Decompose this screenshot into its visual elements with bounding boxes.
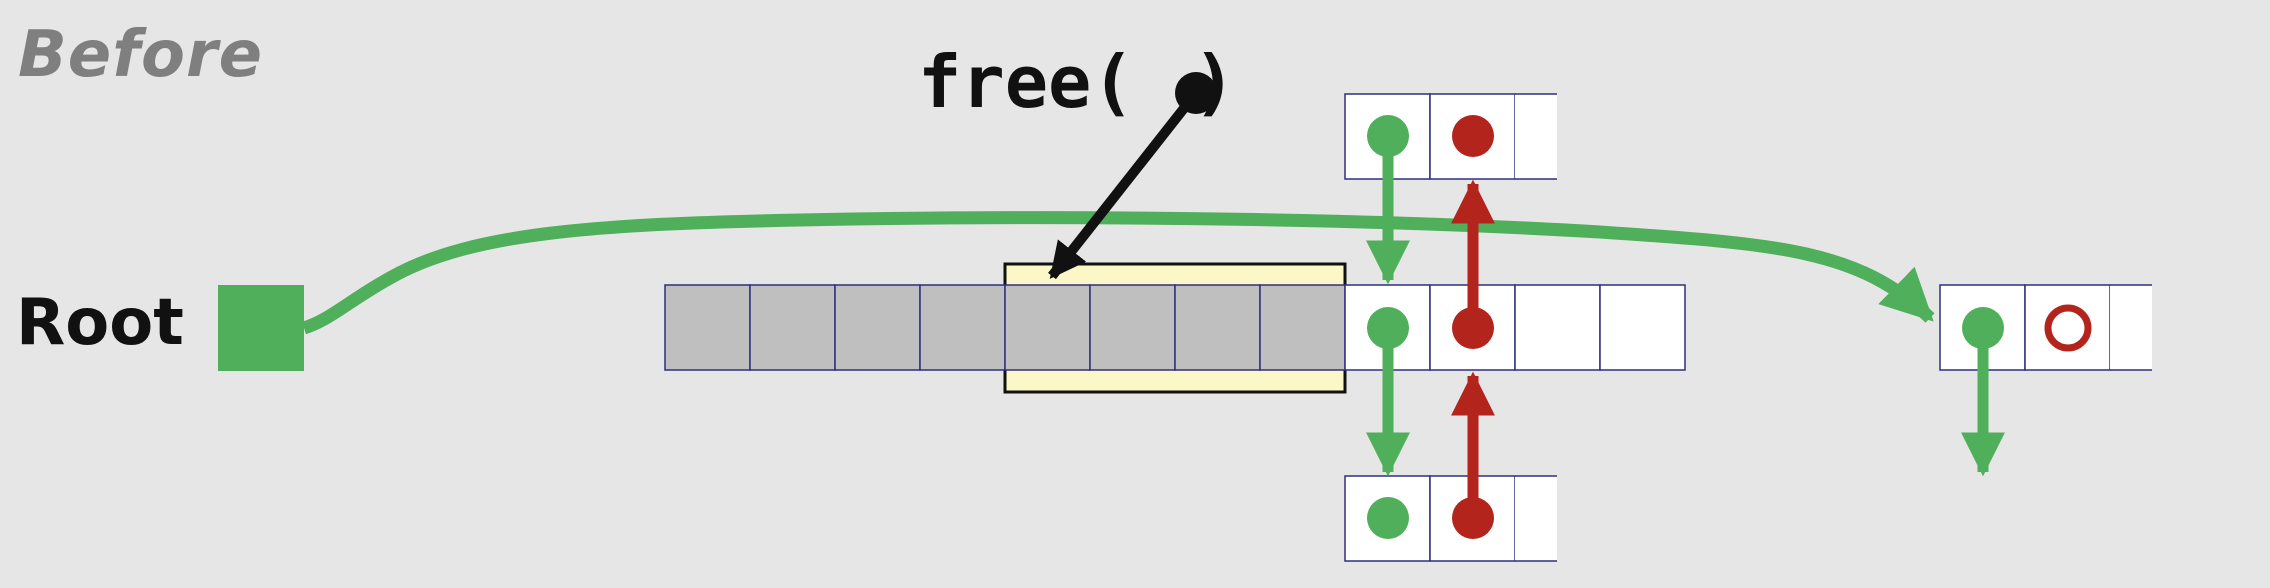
hollow-circle-pointer-icon bbox=[2044, 304, 2092, 352]
filled-circle-pointer-icon bbox=[1452, 115, 1494, 157]
allocated-cell bbox=[919, 284, 1006, 371]
root-square-icon bbox=[218, 285, 304, 371]
filled-circle-pointer-icon bbox=[1367, 307, 1409, 349]
empty-cell bbox=[1599, 284, 1686, 371]
free-call-open: free( bbox=[918, 40, 1135, 124]
allocated-cell bbox=[749, 284, 836, 371]
filled-circle-pointer-icon bbox=[1452, 307, 1494, 349]
before-label: Before bbox=[18, 18, 263, 92]
allocated-cell bbox=[1259, 284, 1346, 371]
allocated-cell bbox=[834, 284, 921, 371]
empty-cell bbox=[2110, 285, 2152, 370]
allocated-cell bbox=[664, 284, 751, 371]
filled-circle-pointer-icon bbox=[1367, 115, 1409, 157]
allocated-cell bbox=[1089, 284, 1176, 371]
root-label: Root bbox=[16, 286, 184, 360]
allocated-cell bbox=[1004, 284, 1091, 371]
empty-cell bbox=[1515, 94, 1557, 179]
filled-circle-pointer-icon bbox=[1452, 497, 1494, 539]
free-pointer-arrow bbox=[1048, 89, 1200, 280]
memory-row bbox=[664, 284, 1686, 371]
free-arg-filled-circle-pointer-icon bbox=[1175, 72, 1217, 114]
allocated-cell bbox=[1174, 284, 1261, 371]
filled-circle-pointer-icon bbox=[1367, 497, 1409, 539]
root-to-right-block-pointer bbox=[301, 211, 1935, 335]
filled-circle-pointer-icon bbox=[1962, 307, 2004, 349]
empty-cell bbox=[1514, 284, 1601, 371]
empty-cell bbox=[1515, 476, 1557, 561]
